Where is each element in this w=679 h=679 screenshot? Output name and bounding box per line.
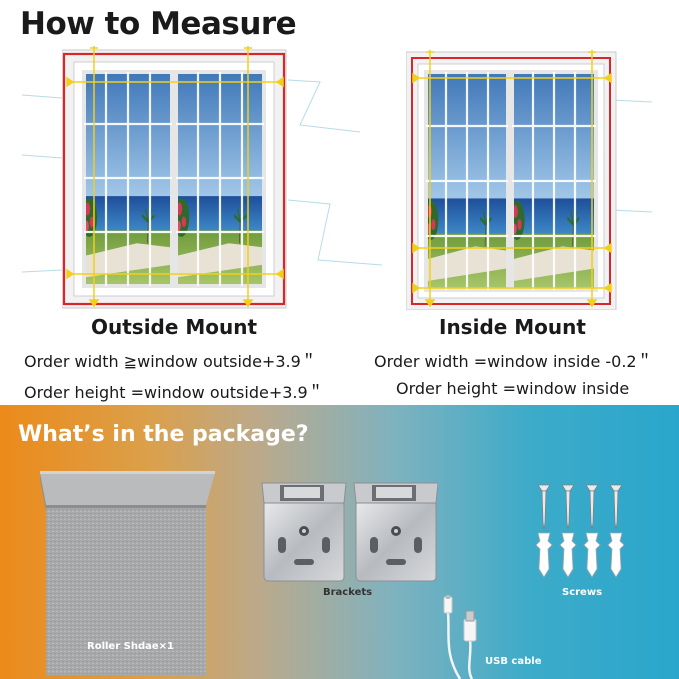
brackets-label: Brackets xyxy=(323,587,373,598)
screws-label: Screws xyxy=(562,587,603,598)
decorative-lines xyxy=(21,79,653,273)
measure-section: How to Measure xyxy=(20,6,653,402)
inside-mount-illustration xyxy=(406,50,617,310)
usb-cable-icon xyxy=(443,595,477,679)
outside-width-formula: Order width ≧window outside+3.9＂ xyxy=(24,352,317,371)
page-title: How to Measure xyxy=(20,6,297,42)
inside-height-formula: Order height =window inside xyxy=(396,379,630,398)
roller-shade-icon xyxy=(40,471,215,675)
roller-shade-label: Roller Shdae×1 xyxy=(87,641,174,652)
usb-cable-label: USB cable xyxy=(485,656,542,667)
outside-height-formula: Order height =window outside+3.9＂ xyxy=(24,383,324,402)
screw-icon xyxy=(535,484,625,578)
inside-width-formula: Order width =window inside -0.2＂ xyxy=(374,352,653,371)
outside-mount-illustration xyxy=(62,46,287,309)
package-title: What’s in the package? xyxy=(18,422,309,447)
package-section: What’s in the package? Roller Shdae×1 xyxy=(0,405,679,679)
inside-mount-label: Inside Mount xyxy=(439,315,586,339)
bracket-icon xyxy=(261,482,438,582)
outside-mount-label: Outside Mount xyxy=(91,315,258,339)
